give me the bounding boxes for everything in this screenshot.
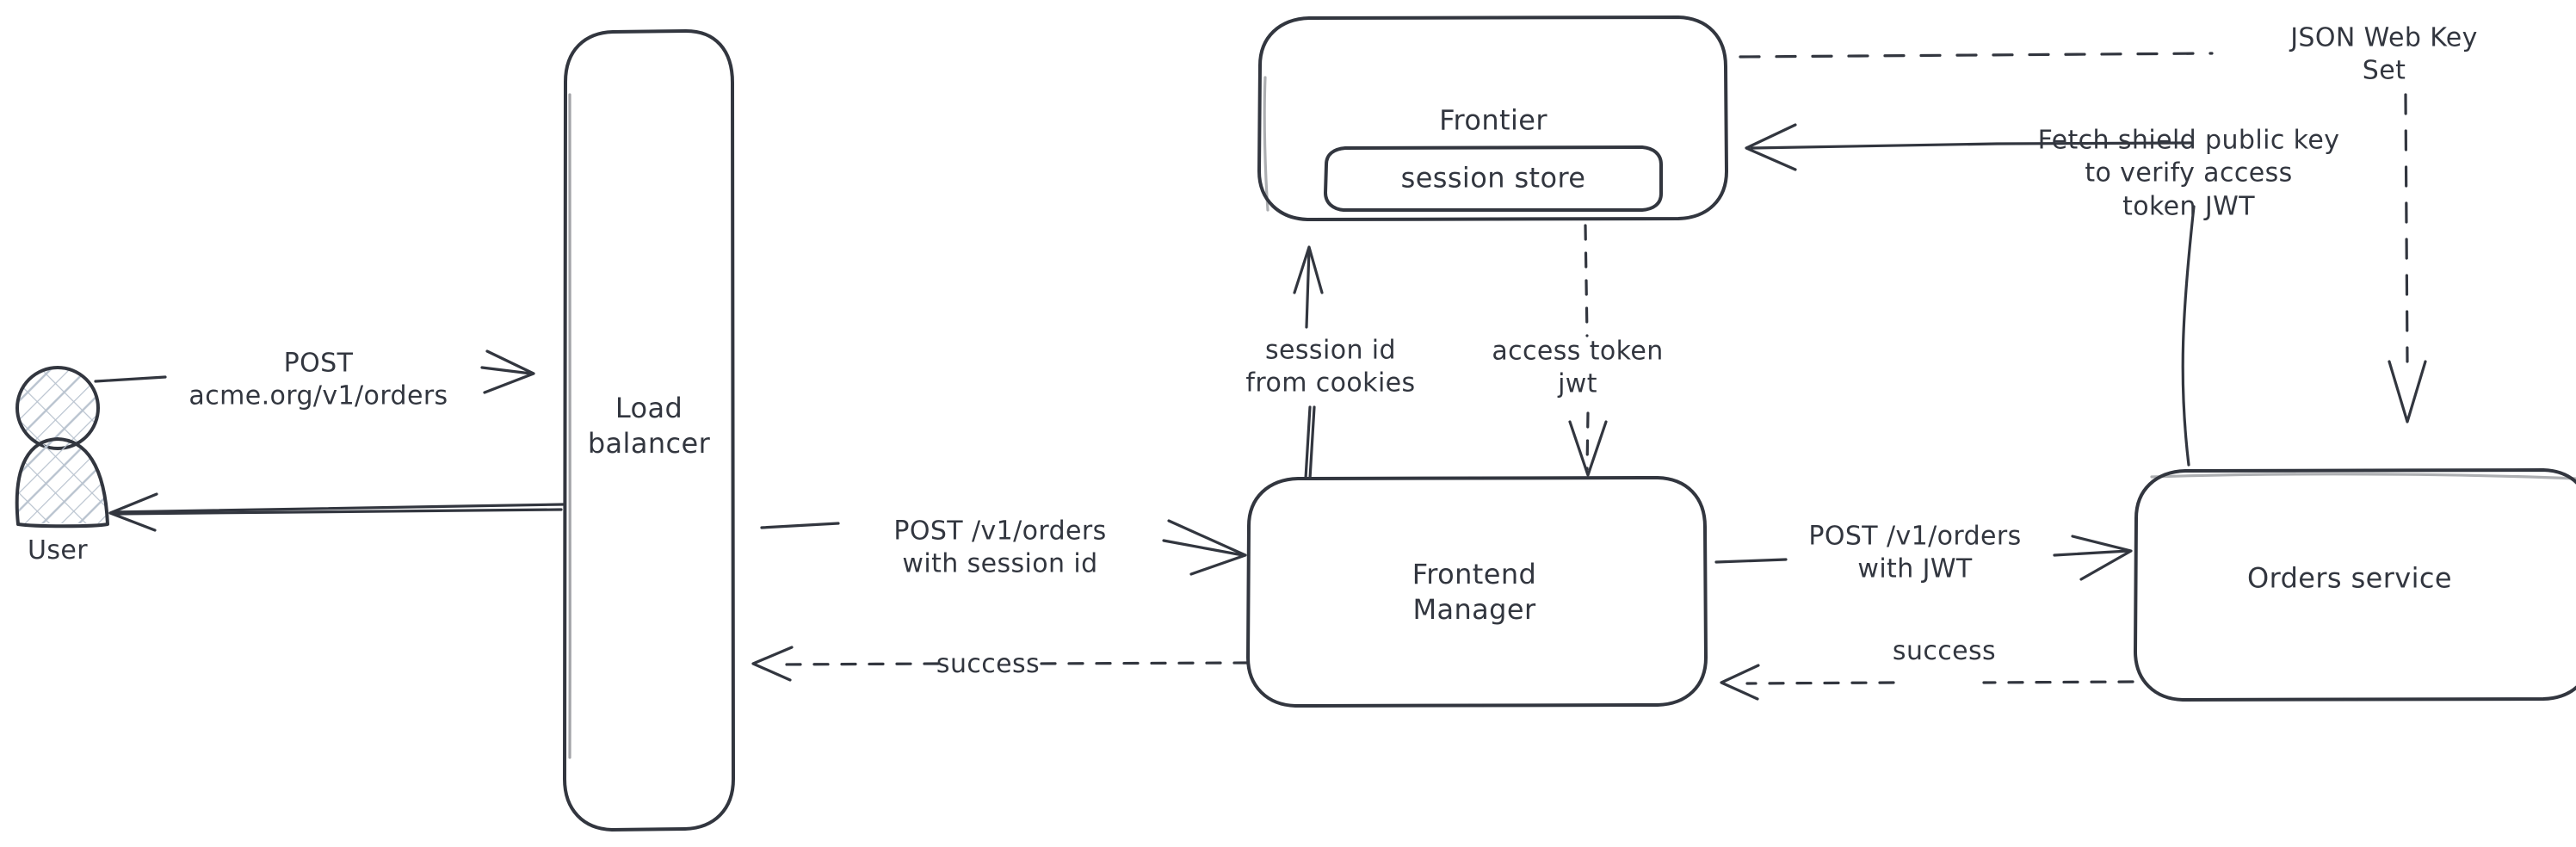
orders-service-node[interactable]: [2134, 468, 2576, 702]
edge-frontend-manager-to-lb: [751, 646, 1250, 682]
edge-frontier-to-orders: [1739, 52, 2427, 424]
edge-load-balancer-to-user: [108, 492, 565, 532]
edge-orders-to-frontier: [1745, 123, 2196, 467]
load-balancer-node[interactable]: [563, 29, 735, 832]
edge-frontier-to-frontend-manager: [1568, 224, 1608, 477]
session-store-node[interactable]: [1324, 145, 1663, 212]
frontend-manager-node[interactable]: [1246, 476, 1708, 708]
edge-frontend-manager-to-orders: [1714, 535, 2133, 581]
edge-frontend-manager-to-frontier: [1293, 245, 1324, 480]
edge-user-to-load-balancer: [94, 349, 535, 394]
edge-orders-to-frontend-manager: [1720, 664, 2134, 701]
frontier-node[interactable]: [1257, 15, 1728, 221]
edge-lb-to-frontend-manager: [760, 519, 1247, 576]
user-icon: [15, 366, 109, 529]
